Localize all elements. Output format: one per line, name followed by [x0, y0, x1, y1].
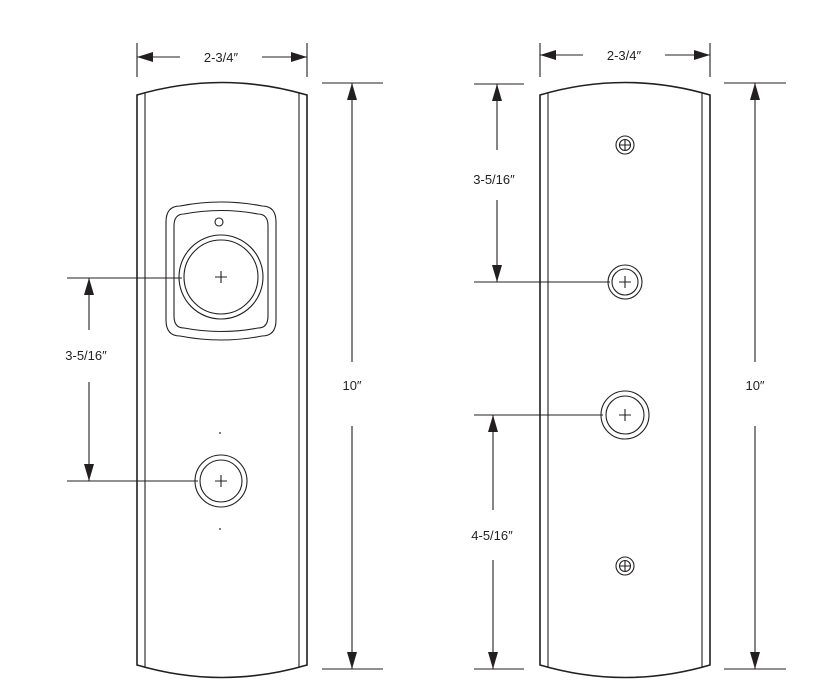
back-upper-spacing-dimension: 3-5/16″ [473, 83, 610, 283]
thumbturn-escutcheon [165, 201, 277, 341]
escutcheon-outer [165, 201, 277, 341]
back-plate-outline [539, 81, 711, 679]
front-plate: 2-3/4″ 10″ 3-5/16″ [65, 43, 383, 679]
front-height-dimension: 10″ [322, 82, 383, 670]
lower-cylinder-center-cross [215, 475, 227, 487]
escutcheon-indicator [214, 217, 224, 227]
back-lower-spacing-dimension: 4-5/16″ [471, 414, 603, 670]
front-plate-outline [136, 81, 308, 679]
back-height-label: 10″ [745, 378, 764, 393]
thumbturn-outer-ring [178, 234, 264, 320]
back-width-dimension: 2-3/4″ [539, 43, 711, 77]
lower-cylinder-inner-ring [199, 459, 243, 503]
escutcheon-inner [173, 209, 269, 333]
back-top-screw [615, 135, 635, 155]
back-height-dimension: 10″ [724, 82, 786, 670]
back-upper-spacing-label: 3-5/16″ [473, 172, 515, 187]
front-width-dimension: 2-3/4″ [136, 43, 308, 77]
front-spacing-label: 3-5/16″ [65, 348, 107, 363]
front-dot-lower [219, 528, 221, 530]
back-lower-spacing-label: 4-5/16″ [471, 528, 513, 543]
front-height-label: 10″ [342, 378, 361, 393]
front-dot-upper [219, 432, 221, 434]
thumbturn-center-cross [215, 271, 227, 283]
front-spacing-dimension: 3-5/16″ [65, 277, 198, 482]
thumbturn-inner-ring [183, 239, 259, 315]
back-bottom-screw [615, 556, 635, 576]
back-plate: 2-3/4″ 10″ 3-5/16″ [471, 43, 786, 679]
front-width-label: 2-3/4″ [204, 50, 239, 65]
back-width-label: 2-3/4″ [607, 48, 642, 63]
